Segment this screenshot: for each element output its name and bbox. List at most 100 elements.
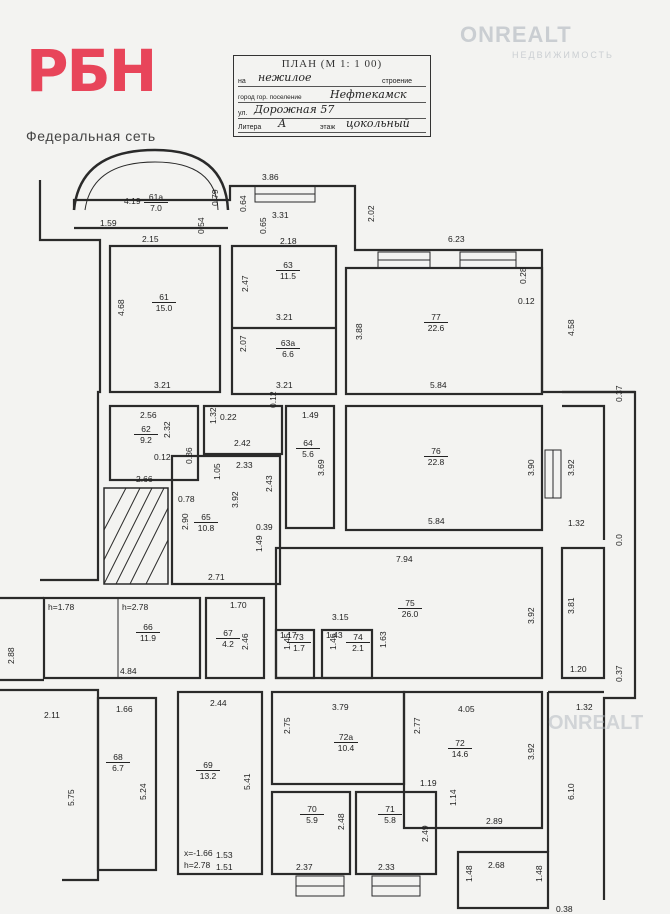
outer-wall — [38, 180, 102, 582]
room-66-walls — [42, 596, 202, 680]
onrealt-watermark: ONREALT НЕДВИЖИМОСТЬ — [460, 22, 660, 72]
dimension-label: 2.18 — [280, 236, 297, 246]
dimension-label: 1.66 — [116, 704, 133, 714]
dimension-label: 0.12 — [268, 391, 278, 408]
height-note-3: h=2.78 — [184, 860, 211, 870]
dimension-label: 2.02 — [366, 205, 376, 222]
room-71-walls — [354, 790, 438, 876]
room-number: 76 — [424, 446, 448, 457]
room-area: 10.4 — [337, 743, 355, 753]
dimension-label: 1.46 — [328, 633, 338, 650]
room-area: 6.7 — [112, 763, 124, 773]
room-74-walls — [320, 628, 374, 680]
room-area: 11.5 — [280, 271, 296, 281]
dimension-label: 0.86 — [184, 447, 194, 464]
room-72-walls — [402, 690, 544, 830]
room-area: 10.8 — [197, 523, 215, 533]
dimension-label: 1.45 — [282, 633, 292, 650]
stair-hatch — [103, 487, 169, 585]
rbn-subtitle: Федеральная сеть — [26, 128, 156, 144]
dimension-label: 4.05 — [458, 704, 475, 714]
room-area: 5.9 — [306, 815, 318, 825]
room-number: 72а — [334, 732, 358, 743]
stamp-label-floor: этаж — [320, 124, 336, 131]
dimension-label: 3.88 — [354, 323, 364, 340]
plan-title-block: ПЛАН (М 1: 1 00) на нежилое строение гор… — [233, 55, 431, 137]
room-area: 9.2 — [140, 435, 152, 445]
stamp-label-stroenie: строение — [382, 78, 413, 85]
room-number: 66 — [136, 622, 160, 633]
room-62-walls — [108, 404, 200, 482]
dimension-label: 1.14 — [448, 789, 458, 806]
room-76-walls — [344, 404, 544, 532]
dimension-label: 2.15 — [142, 234, 159, 244]
stamp-label-city: город гор. поселение — [238, 94, 302, 101]
windows — [254, 185, 562, 897]
stamp-value-type: нежилое — [258, 71, 312, 84]
dimension-label: 1.43 — [326, 630, 343, 640]
dimension-label: 2.77 — [412, 717, 422, 734]
room-area: 15.0 — [155, 303, 173, 313]
dimension-label: 5.24 — [138, 783, 148, 800]
onrealt-sub: НЕДВИЖИМОСТЬ — [512, 50, 614, 60]
stamp-value-city: Нефтекамск — [330, 88, 407, 101]
dimension-label: 3.92 — [526, 607, 536, 624]
room-number: 74 — [346, 632, 370, 643]
dimension-label: 2.33 — [236, 460, 253, 470]
plan-title: ПЛАН (М 1: 1 00) — [281, 58, 383, 70]
room-number: 68 — [106, 752, 130, 763]
dimension-label: 0.64 — [238, 195, 248, 212]
dimension-label: 4.19 — [124, 196, 141, 206]
dimension-label: 0.39 — [256, 522, 273, 532]
dimension-label: 2.07 — [238, 335, 248, 352]
dimension-label: 3.81 — [566, 597, 576, 614]
room-area: 22.6 — [427, 323, 445, 333]
dimension-label: 0.28 — [518, 267, 528, 284]
dimension-label: 5.75 — [66, 789, 76, 806]
room-area: 1.7 — [293, 643, 305, 653]
rbn-logo: РБН Федеральная сеть — [26, 42, 186, 144]
dimension-label: 1.48 — [534, 865, 544, 882]
dimension-label: 3.21 — [276, 380, 293, 390]
stamp-value-floor: цокольный — [346, 117, 410, 130]
dimension-label: 3.86 — [262, 172, 279, 182]
room-number: 64 — [296, 438, 320, 449]
room-63-walls — [230, 244, 338, 396]
room-number: 71 — [378, 804, 402, 815]
dimension-label: 2.49 — [420, 825, 430, 842]
dimension-label: 0.65 — [258, 217, 268, 234]
room-number: 75 — [398, 598, 422, 609]
dimension-label: 1.49 — [302, 410, 319, 420]
dimension-label: 6.23 — [448, 234, 465, 244]
room-area: 26.0 — [401, 609, 419, 619]
dimension-label: 5.84 — [430, 380, 447, 390]
room-area: 2.1 — [352, 643, 364, 653]
room-number: 63 — [276, 260, 300, 271]
room-70-walls — [270, 790, 352, 876]
room-number: 65 — [194, 512, 218, 523]
dimension-label: 1.63 — [378, 631, 388, 648]
dimension-label: 1.59 — [100, 218, 117, 228]
dimension-label: 2.90 — [180, 513, 190, 530]
dimension-label: 1.70 — [230, 600, 247, 610]
room-area: 11.9 — [140, 633, 156, 643]
dimension-label: 4.68 — [116, 299, 126, 316]
room-69-walls — [176, 690, 264, 876]
dimension-label: 6.10 — [566, 783, 576, 800]
dimension-label: 1.17 — [280, 630, 297, 640]
height-note-1: h=1.78 — [48, 602, 75, 612]
onrealt-name: ONREALT — [460, 22, 572, 47]
dimension-label: 2.44 — [210, 698, 227, 708]
